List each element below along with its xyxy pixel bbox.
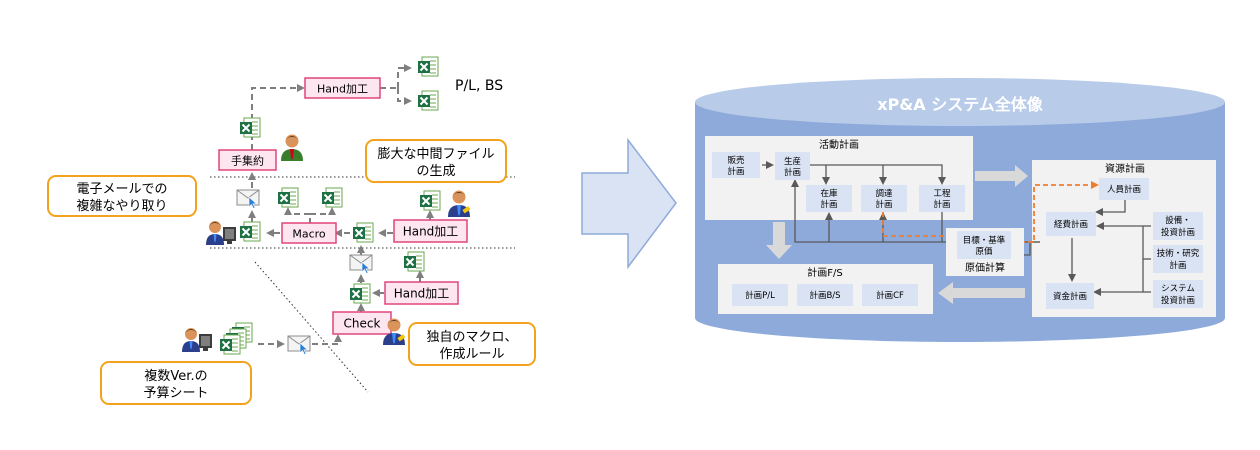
node-label: 人員計画 bbox=[1107, 184, 1141, 195]
node-system: システム 投資計画 bbox=[1153, 280, 1203, 308]
mail-icon bbox=[349, 254, 373, 274]
node-label: 計画 bbox=[727, 166, 744, 177]
callout-line: 予算シート bbox=[143, 386, 208, 401]
mail-icon bbox=[287, 335, 311, 355]
node-label: 目標・基準 bbox=[963, 235, 1006, 246]
node-label: 計画 bbox=[933, 199, 950, 210]
callout-line: 電子メールでの bbox=[76, 182, 167, 197]
excel-icon bbox=[419, 190, 441, 211]
process-box-label: Hand加工 bbox=[394, 287, 450, 301]
process-box-hand-mid: Hand加工 bbox=[393, 219, 468, 243]
cost-connectors bbox=[882, 181, 1099, 243]
node-label: 調達 bbox=[875, 188, 893, 199]
node-label: 投資計画 bbox=[1161, 295, 1195, 306]
node-label: 生産 bbox=[784, 156, 801, 167]
node-label: 在庫 bbox=[820, 188, 838, 199]
transition-arrow bbox=[581, 137, 677, 270]
excel-icon bbox=[239, 117, 261, 138]
node-label: 原価 bbox=[975, 246, 993, 257]
node-label: 設備・ bbox=[1165, 215, 1191, 226]
node-zaiko: 在庫 計画 bbox=[806, 185, 852, 212]
process-box-label: 手集約 bbox=[231, 154, 264, 168]
excel-icon bbox=[403, 251, 425, 272]
node-label: 工程 bbox=[933, 189, 951, 199]
separator-line bbox=[254, 261, 369, 393]
node-label: システム bbox=[1161, 284, 1195, 294]
fs-title: 計画F/S bbox=[807, 266, 842, 279]
callout-line: 複数Ver.の bbox=[144, 368, 207, 384]
callout-budget-sheets: 複数Ver.の 予算シート bbox=[100, 361, 252, 405]
person-at-pc-icon bbox=[182, 328, 212, 352]
process-box-hand-low: Hand加工 bbox=[384, 281, 459, 305]
callout-email: 電子メールでの 複雑なやり取り bbox=[47, 175, 197, 217]
excel-icon bbox=[321, 187, 343, 208]
output-label: P/L, BS bbox=[455, 78, 503, 94]
process-box-macro: Macro bbox=[281, 222, 337, 244]
node-bs: 計画B/S bbox=[797, 284, 853, 306]
excel-icon bbox=[239, 221, 261, 242]
node-hanbai: 販売 計画 bbox=[712, 152, 760, 178]
flow-arrow bbox=[938, 282, 1025, 304]
node-label: 経費計画 bbox=[1054, 219, 1088, 230]
node-label: 販売 bbox=[727, 155, 745, 166]
callout-macro-rules: 独自のマクロ、 作成ルール bbox=[408, 322, 536, 366]
node-label: 計画B/S bbox=[809, 290, 840, 301]
process-box-label: Macro bbox=[292, 228, 326, 241]
node-shikin: 資金計画 bbox=[1046, 283, 1094, 309]
excel-icon bbox=[352, 222, 374, 243]
node-jinin: 人員計画 bbox=[1099, 178, 1149, 200]
node-keihi: 経費計画 bbox=[1046, 212, 1096, 236]
node-label: 技術・研究 bbox=[1157, 248, 1200, 259]
person-at-pc-icon bbox=[206, 221, 236, 245]
node-label: 計画 bbox=[875, 199, 892, 210]
person-icon bbox=[448, 190, 471, 217]
node-label: 計画P/L bbox=[745, 290, 775, 301]
genka-label: 原価計算 bbox=[965, 261, 1005, 274]
process-box-check: Check bbox=[332, 311, 392, 335]
process-box-label: Hand加工 bbox=[317, 83, 368, 96]
node-setsubi: 設備・ 投資計画 bbox=[1153, 212, 1203, 240]
callout-line: 作成ルール bbox=[439, 347, 504, 362]
excel-icon bbox=[417, 56, 439, 77]
mail-icon bbox=[236, 189, 260, 209]
node-label: 計画 bbox=[820, 199, 837, 210]
callout-huge-files: 膨大な中間ファイル の生成 bbox=[365, 139, 507, 183]
callout-line: 独自のマクロ、 bbox=[426, 330, 517, 345]
node-cf: 計画CF bbox=[862, 284, 918, 306]
node-label: 資金計画 bbox=[1053, 291, 1087, 302]
callout-line: の生成 bbox=[416, 164, 455, 179]
excel-icon bbox=[417, 90, 439, 111]
node-kotei: 工程 計画 bbox=[919, 185, 965, 212]
node-label: 計画CF bbox=[876, 290, 904, 301]
process-box-label: Hand加工 bbox=[403, 225, 459, 239]
excel-stack-icon bbox=[219, 322, 253, 355]
callout-line: 複雑なやり取り bbox=[76, 198, 167, 214]
resource-title: 資源計画 bbox=[1105, 162, 1145, 175]
node-chotatsu: 調達 計画 bbox=[861, 185, 907, 212]
flow-arrow bbox=[766, 222, 792, 259]
excel-icon bbox=[349, 283, 371, 304]
node-label: 計画 bbox=[1169, 260, 1186, 271]
node-pl: 計画P/L bbox=[732, 284, 788, 306]
node-label: 投資計画 bbox=[1161, 227, 1195, 238]
process-box-hand-top: Hand加工 bbox=[304, 77, 381, 99]
node-seisan: 生産 計画 bbox=[775, 152, 810, 180]
flow-arrow bbox=[975, 165, 1028, 187]
activity-title: 活動計画 bbox=[819, 138, 859, 151]
system-title: xP&A システム全体像 bbox=[877, 95, 1043, 114]
process-box-tesyuyaku: 手集約 bbox=[218, 149, 277, 171]
process-box-label: Check bbox=[344, 317, 381, 331]
genka-block: 目標・基準 原価 原価計算 bbox=[946, 228, 1024, 276]
callout-line: 膨大な中間ファイル bbox=[377, 147, 494, 162]
excel-icon bbox=[277, 187, 299, 208]
node-label: 計画 bbox=[784, 167, 801, 178]
node-gijutsu: 技術・研究 計画 bbox=[1153, 245, 1203, 273]
person-icon bbox=[281, 134, 303, 161]
